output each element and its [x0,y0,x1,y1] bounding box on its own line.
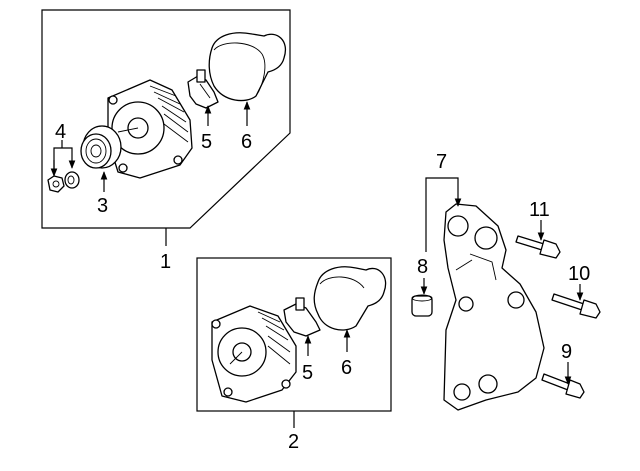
callout-8: 8 [417,256,428,278]
callout-7: 7 [436,151,447,173]
assembly-1-frame [41,9,291,229]
callout-9: 9 [561,341,572,363]
mounting-bracket-icon [443,203,545,411]
callout-1: 1 [160,251,171,273]
leader-arrows [50,101,584,385]
callout-4: 4 [55,121,66,143]
pulley-icon [80,125,122,169]
callout-3: 3 [97,195,108,217]
bolt-icon [541,373,585,399]
bolt-icon [515,235,561,259]
washer-icon [64,171,80,189]
callout-6-bottom: 6 [341,357,352,379]
rear-cover-icon [313,266,387,331]
regulator-icon [187,69,219,109]
sleeve-icon [411,294,433,317]
nut-icon [47,175,65,193]
callout-5-top: 5 [201,131,212,153]
callout-10: 10 [568,263,590,285]
alternator-icon [107,79,193,179]
callout-2: 2 [288,431,299,453]
alternator-icon [211,305,297,403]
rear-cover-icon [208,32,287,102]
callout-6-top: 6 [241,131,252,153]
callout-5-bottom: 5 [302,362,313,384]
regulator-icon [283,297,321,337]
bolt-icon [551,293,601,319]
callout-11: 11 [529,199,550,221]
